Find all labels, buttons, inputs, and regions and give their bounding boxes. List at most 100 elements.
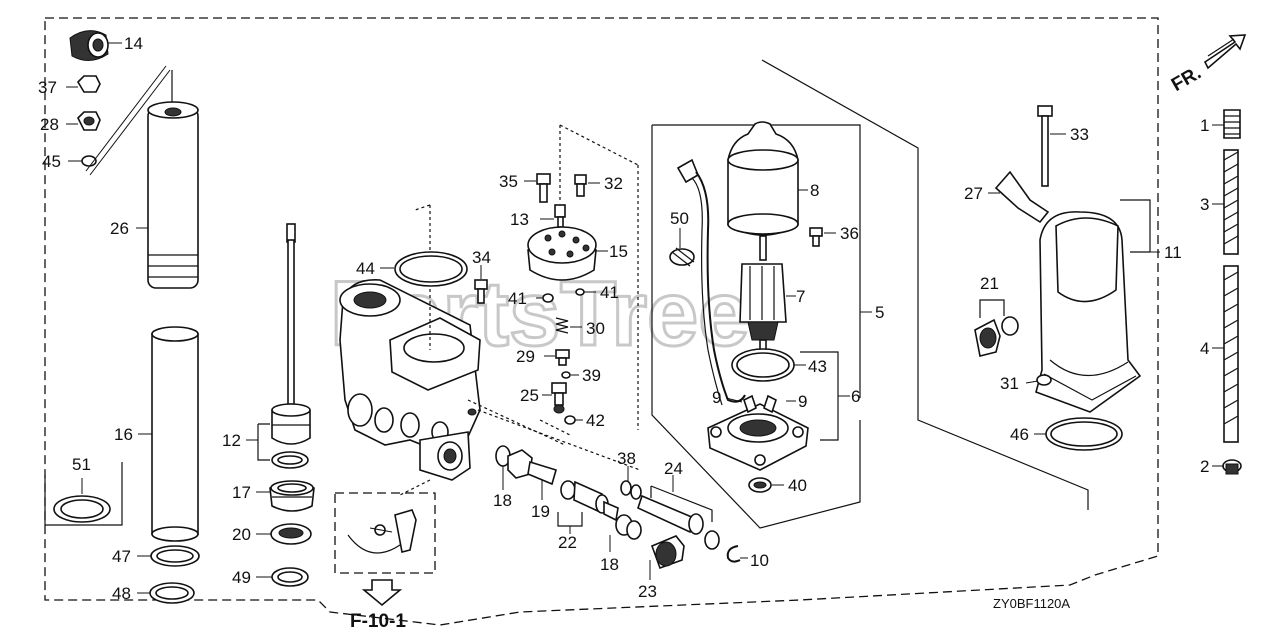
label-34: 34: [472, 248, 491, 267]
label-42: 42: [586, 411, 605, 430]
part-wire-clamp-icon: [347, 509, 417, 554]
part-7-armature-icon: [739, 235, 787, 361]
part-50-wire-harness-icon: [669, 158, 746, 406]
part-10-clip-icon: [726, 545, 741, 563]
label-15: 15: [609, 242, 628, 261]
part-42-o-ring-icon: [564, 415, 576, 425]
label-13: 13: [510, 210, 529, 229]
part-35-bolt-icon: [536, 173, 551, 203]
label-46: 46: [1010, 425, 1029, 444]
part-23-plug-icon: [650, 535, 685, 570]
part-19-valve-icon: [507, 449, 557, 486]
part-26-trim-cylinder-icon: [147, 70, 199, 289]
part-38-o-ring-icon: [620, 480, 642, 500]
label-16: 16: [114, 425, 133, 444]
label-9b: 9: [798, 392, 807, 411]
part-pump-body-icon: [339, 279, 481, 481]
label-39: 39: [582, 366, 601, 385]
reference-label: F-10-1: [350, 611, 406, 632]
label-41b: 41: [600, 283, 619, 302]
part-30-spring-icon: [555, 317, 569, 334]
part-41b-o-ring-icon: [575, 288, 585, 296]
part-28-locknut-icon: [77, 111, 101, 131]
label-27: 27: [964, 184, 983, 203]
part-22-spool-icon: [560, 480, 619, 522]
part-46-o-ring-icon: [1045, 417, 1123, 451]
label-50: 50: [670, 209, 689, 228]
label-45: 45: [42, 152, 61, 171]
label-17: 17: [232, 483, 251, 502]
label-35: 35: [499, 172, 518, 191]
label-12: 12: [222, 431, 241, 450]
label-47: 47: [112, 547, 131, 566]
part-51-seal-ring-icon: [53, 495, 111, 523]
front-direction-marker: FR.: [1168, 34, 1247, 96]
part-25-check-valve-icon: [551, 382, 567, 414]
part-14-cap-icon: [69, 30, 109, 61]
part-15-manifold-icon: [527, 226, 597, 281]
part-2-hose-clamp-icon: [1222, 459, 1242, 475]
label-6: 6: [851, 387, 860, 406]
label-43: 43: [808, 357, 827, 376]
part-motor-base-plate-icon: [707, 394, 809, 471]
part-17-valve-cap-icon: [269, 480, 315, 512]
part-40-o-ring-icon: [748, 477, 772, 493]
part-labels: 1 2 3 4 5 6 7 8 9 9 10 11 12 13 14 15 16…: [38, 34, 1209, 603]
label-7: 7: [796, 287, 805, 306]
label-30: 30: [586, 319, 605, 338]
label-2: 2: [1200, 457, 1209, 476]
label-33: 33: [1070, 125, 1089, 144]
part-21-fill-plug-icon: [974, 316, 1019, 357]
part-1-spring-icon: [1223, 109, 1241, 139]
label-40: 40: [788, 476, 807, 495]
label-25: 25: [520, 386, 539, 405]
label-26: 26: [110, 219, 129, 238]
part-29-bolt-icon: [555, 349, 570, 366]
label-29: 29: [516, 347, 535, 366]
label-21: 21: [980, 274, 999, 293]
label-3: 3: [1200, 195, 1209, 214]
part-13-valve-pin-icon: [554, 204, 566, 228]
label-9a: 9: [712, 388, 721, 407]
part-34-bolt-icon: [474, 279, 488, 304]
reference-arrow-icon: [361, 579, 403, 607]
part-16-cylinder-tube-icon: [151, 326, 199, 542]
part-20-seal-icon: [270, 523, 312, 545]
reference-callout-box: [334, 492, 436, 574]
part-39-o-ring-icon: [561, 371, 571, 379]
label-28: 28: [40, 115, 59, 134]
label-5: 5: [875, 303, 884, 322]
part-4-hose-icon: [1223, 265, 1239, 443]
label-51: 51: [72, 455, 91, 474]
label-22: 22: [558, 533, 577, 552]
label-23: 23: [638, 582, 657, 601]
label-10: 10: [750, 551, 769, 570]
label-14: 14: [124, 34, 143, 53]
label-37: 37: [38, 78, 57, 97]
label-31: 31: [1000, 374, 1019, 393]
part-27-bracket-icon: [994, 170, 1050, 224]
label-41a: 41: [508, 289, 527, 308]
part-32-screw-icon: [574, 174, 587, 197]
label-36: 36: [840, 224, 859, 243]
label-24: 24: [664, 459, 683, 478]
part-36-screw-icon: [809, 227, 823, 247]
label-32: 32: [604, 174, 623, 193]
part-12-piston-rod-icon: [271, 223, 311, 445]
part-37-nut-icon: [76, 75, 101, 93]
label-44: 44: [356, 259, 375, 278]
label-1: 1: [1200, 116, 1209, 135]
assembly-boundary: [44, 17, 1159, 626]
label-11: 11: [1164, 243, 1182, 262]
label-18a: 18: [493, 491, 512, 510]
part-31-o-ring-icon: [1036, 374, 1052, 386]
label-18b: 18: [600, 555, 619, 574]
label-38: 38: [617, 449, 636, 468]
front-label: FR.: [1168, 62, 1205, 95]
label-20: 20: [232, 525, 251, 544]
part-8-motor-housing-icon: [727, 121, 799, 236]
drawing-code: ZY0BF1120A: [993, 596, 1070, 611]
label-4: 4: [1200, 339, 1209, 358]
part-18b-o-ring-icon: [615, 514, 642, 540]
